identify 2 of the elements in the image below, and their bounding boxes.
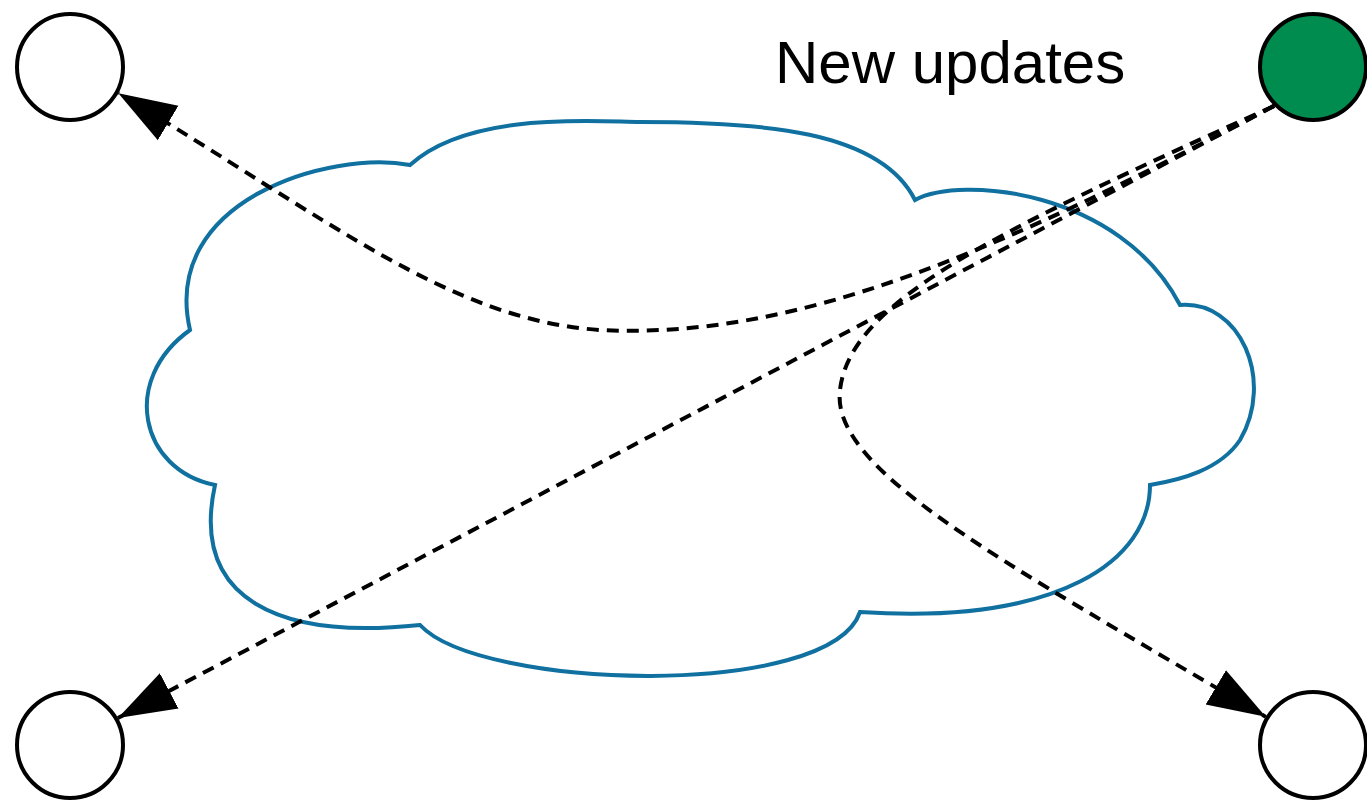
node-caption: New updates xyxy=(775,28,1126,97)
dashed-arrow xyxy=(838,104,1275,719)
